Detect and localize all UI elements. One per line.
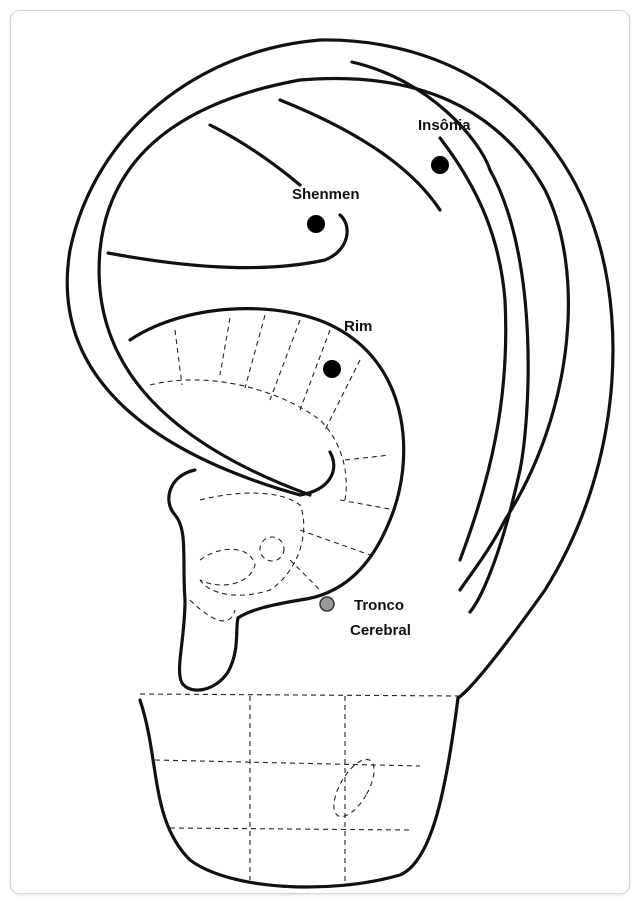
insonia-label: Insônia bbox=[418, 117, 471, 134]
zone-arc-3 bbox=[290, 455, 395, 590]
helix-crus bbox=[300, 452, 334, 495]
zone-inner bbox=[200, 493, 304, 595]
helix-inner bbox=[99, 78, 568, 590]
insonia-dot bbox=[431, 156, 449, 174]
lobule-outline bbox=[140, 698, 458, 887]
antihelix-inner bbox=[440, 138, 506, 560]
lobule-row-1 bbox=[155, 760, 420, 766]
zone-tragus-low bbox=[190, 600, 235, 621]
shenmen-label: Shenmen bbox=[292, 186, 360, 203]
tronco-cerebral-dot bbox=[320, 597, 334, 611]
crus-stroke-1 bbox=[210, 125, 300, 185]
lobule-row-2 bbox=[170, 828, 410, 830]
lobule-top bbox=[140, 694, 460, 696]
zone-tragus bbox=[200, 549, 255, 585]
shenmen-dot bbox=[307, 215, 325, 233]
point-shenmen: Shenmen bbox=[292, 186, 360, 233]
tronco-label: Tronco bbox=[354, 597, 404, 614]
point-tronco-cerebral: Tronco Cerebral bbox=[320, 597, 411, 639]
rim-label: Rim bbox=[344, 318, 372, 335]
rim-dot bbox=[323, 360, 341, 378]
tragus-outline bbox=[169, 470, 238, 690]
zone-arc-1 bbox=[150, 380, 346, 500]
lobule-oval bbox=[326, 753, 382, 822]
concha-outline bbox=[130, 309, 404, 618]
zone-circle bbox=[260, 537, 284, 561]
cerebral-label: Cerebral bbox=[350, 622, 411, 639]
